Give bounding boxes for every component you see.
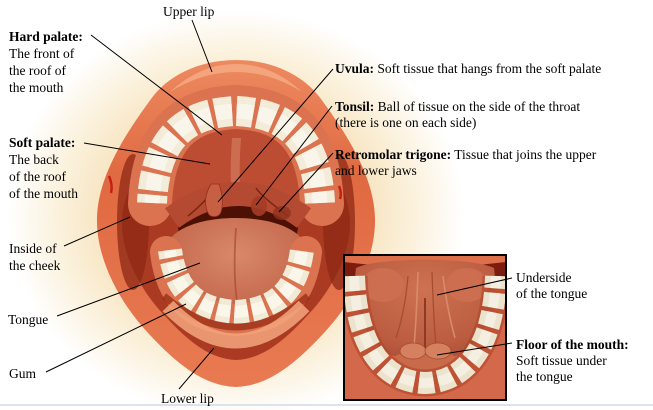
label-soft-palate-desc: The back [9, 152, 59, 167]
label-tonsil-title: Tonsil: [335, 99, 375, 114]
leader-uvula [217, 68, 334, 203]
label-upper-lip-title: Upper lip [163, 4, 215, 19]
label-uvula-title: Uvula: [335, 61, 375, 76]
label-retromolar-desc1: Tissue that joins the upper [454, 147, 597, 162]
label-retromolar-desc2: and lower jaws [335, 163, 417, 178]
label-inside-cheek-line: the cheek [9, 258, 61, 273]
leader-retromolar-trigone [278, 152, 334, 213]
upper-lip-highlight [170, 64, 302, 92]
label-uvula-line: Uvula: Soft tissue that hangs from the s… [335, 61, 601, 77]
inset-border [343, 254, 507, 401]
label-hard-palate-desc: The front of [9, 46, 75, 61]
label-tongue-title: Tongue [8, 312, 49, 327]
label-inside-cheek-line: Inside of [9, 241, 57, 256]
leader-gum [45, 303, 187, 373]
label-hard-palate-desc: the mouth [9, 80, 64, 95]
inset-tongue-striation [431, 271, 437, 347]
leader-underside-tongue [436, 277, 513, 296]
leader-lines [45, 19, 513, 390]
label-soft-palate-desc: of the mouth [9, 186, 78, 201]
label-tonsil-desc2: (there is one on each side) [335, 115, 477, 130]
lower-lip-highlight [162, 300, 310, 349]
label-retromolar-trigone: Retromolar trigone: Tissue that joins th… [335, 147, 596, 179]
inset-floor-bump-left [399, 342, 427, 360]
label-upper-lip: Upper lip [163, 3, 214, 20]
label-retromolar-line1: Retromolar trigone: Tissue that joins th… [335, 147, 596, 163]
label-retromolar-title: Retromolar trigone: [335, 147, 452, 162]
label-floor-desc2: the tongue [516, 369, 573, 384]
main-mouth-group [8, 10, 464, 410]
label-inside-cheek: Inside of the cheek [9, 240, 60, 274]
label-tonsil: Tonsil: Ball of tissue on the side of th… [335, 99, 580, 131]
label-floor-of-mouth: Floor of the mouth: Soft tissue under th… [516, 337, 629, 385]
cheek-red-mark-left [107, 175, 113, 194]
label-underside-line: of the tongue [516, 286, 588, 301]
inset-illustration [345, 256, 505, 399]
label-uvula: Uvula: Soft tissue that hangs from the s… [335, 61, 601, 77]
inset-tongue-striation [413, 271, 419, 347]
label-floor-desc1: Soft tissue under [516, 353, 607, 368]
label-tonsil-desc1: Ball of tissue on the side of the throat [377, 99, 581, 114]
label-hard-palate: Hard palate: The front of the roof of th… [9, 28, 83, 96]
leader-tonsil [255, 105, 333, 206]
tonsil-shape [251, 196, 267, 216]
cheek-red-mark-right [337, 185, 343, 200]
leader-upper-lip [191, 19, 213, 73]
label-gum-title: Gum [9, 366, 36, 381]
label-floor-title: Floor of the mouth: [516, 337, 629, 352]
label-hard-palate-title: Hard palate: [9, 29, 83, 44]
leader-tongue [56, 262, 201, 317]
inset-floor-bump-right [424, 342, 452, 360]
label-lower-lip-title: Lower lip [161, 391, 214, 406]
label-soft-palate-title: Soft palate: [9, 135, 76, 150]
leader-lower-lip [178, 347, 215, 390]
label-uvula-desc: Soft tissue that hangs from the soft pal… [377, 61, 602, 76]
inset-tongue-striation [442, 275, 456, 339]
label-underside-tongue: Underside of the tongue [516, 270, 587, 302]
bottom-divider [0, 404, 653, 406]
uvula-shape [205, 183, 223, 218]
inset-tongue-striation [395, 275, 409, 339]
label-underside-line: Underside [516, 270, 572, 285]
retromolar-trigone-shape [273, 206, 291, 220]
leader-hard-palate [90, 34, 223, 136]
label-soft-palate: Soft palate: The back of the roof of the… [9, 134, 78, 202]
label-lower-lip: Lower lip [161, 390, 214, 407]
label-gum: Gum [9, 365, 36, 382]
leader-inside-cheek [63, 216, 131, 247]
label-tongue: Tongue [8, 311, 48, 328]
inset-tongue-lobe-right [446, 268, 488, 302]
upper-teeth-highlight [144, 103, 328, 204]
inset-tongue-lobe-left [362, 268, 404, 302]
label-hard-palate-desc: the roof of [9, 63, 66, 78]
lower-teeth-highlight [164, 249, 308, 319]
leader-floor-of-mouth [436, 342, 513, 356]
label-tonsil-line1: Tonsil: Ball of tissue on the side of th… [335, 99, 580, 115]
label-soft-palate-desc: of the roof [9, 169, 66, 184]
soft-palate-region [164, 182, 312, 228]
leader-soft-palate [83, 142, 211, 165]
inset-lower-teeth-highlight [349, 275, 501, 389]
